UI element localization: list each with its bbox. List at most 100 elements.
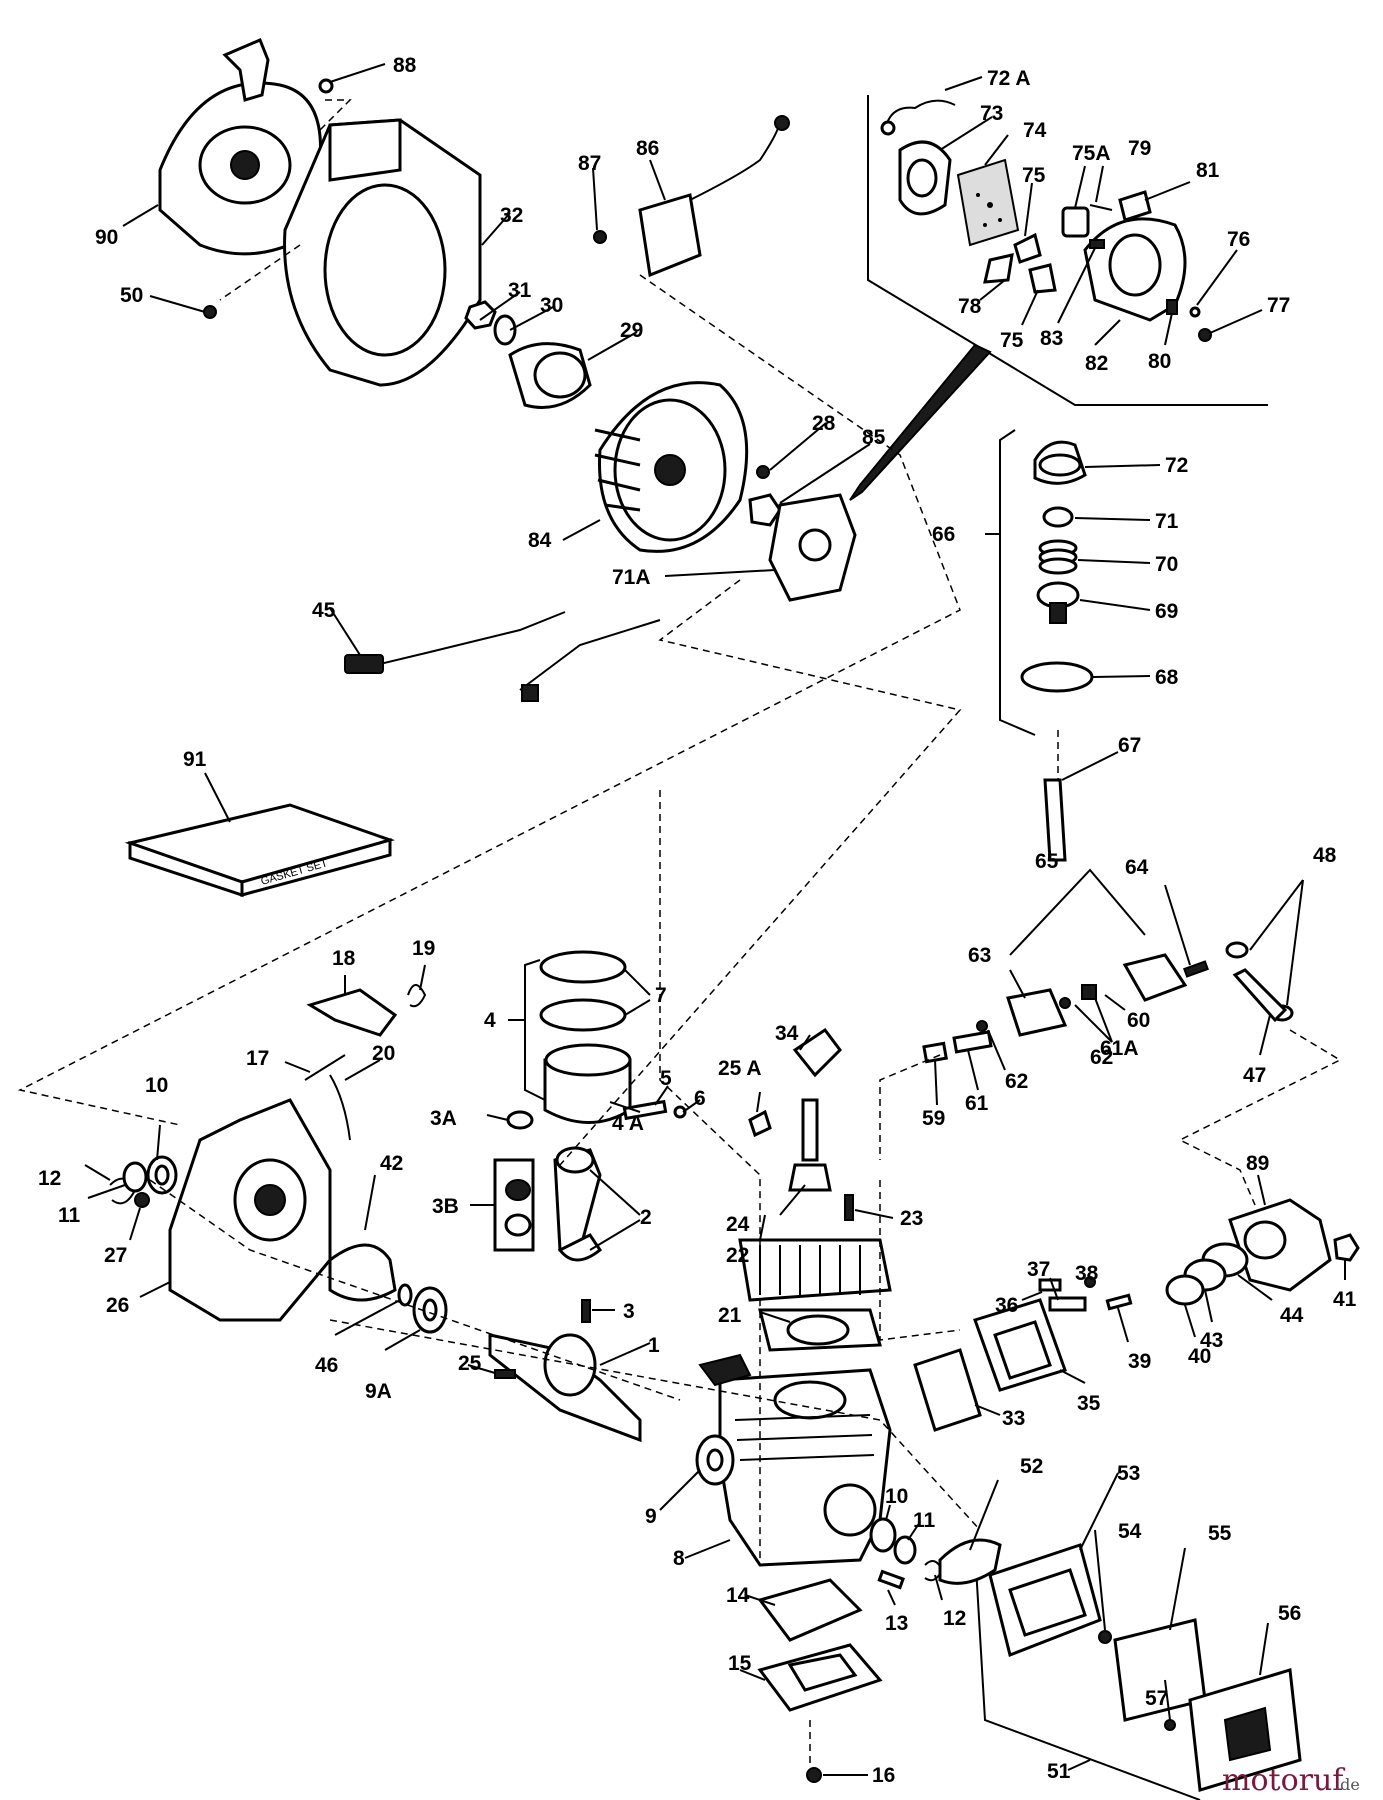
label-46: 46 [315, 1354, 338, 1377]
label-64: 64 [1125, 856, 1149, 879]
part-82-breaker-plate [1083, 217, 1187, 322]
part-75-points [983, 232, 1057, 294]
part-25a-clip [748, 1109, 772, 1138]
label-23: 23 [900, 1207, 923, 1230]
part-41-nut [1333, 1233, 1360, 1262]
label-40: 40 [1188, 1345, 1211, 1368]
label-71: 71 [1155, 510, 1179, 533]
label-73: 73 [980, 102, 1003, 125]
label-52: 52 [1020, 1455, 1043, 1478]
part-25-key [494, 1369, 516, 1379]
label-11b: 11 [913, 1509, 936, 1532]
label-34: 34 [775, 1022, 799, 1045]
label-88: 88 [393, 54, 417, 77]
part-57-screw [1164, 1719, 1176, 1731]
label-55: 55 [1208, 1522, 1232, 1545]
part-30-washer [493, 314, 517, 346]
part-72a-clip [880, 99, 956, 136]
part-62a-screw [1059, 997, 1071, 1009]
part-3b-bearing-set [493, 1158, 535, 1252]
part-4a-piston [543, 1043, 632, 1124]
watermark-suffix: .de [1335, 1775, 1360, 1794]
part-42-gasket [328, 1243, 397, 1302]
label-24: 24 [726, 1213, 750, 1236]
label-72A: 72 A [987, 67, 1031, 90]
part-52-gasket [938, 1538, 1002, 1585]
label-75b: 75 [1000, 329, 1024, 352]
part-34-elbow [792, 1027, 842, 1078]
part-81-clamp [1118, 190, 1152, 222]
label-4A: 4 A [612, 1112, 644, 1135]
part-10b-bearing [869, 1517, 897, 1553]
part-80-spring [1166, 299, 1178, 315]
label-77: 77 [1267, 294, 1290, 317]
label-28: 28 [812, 412, 836, 435]
part-9-bearing [695, 1434, 735, 1486]
part-45-wire-harness [344, 611, 661, 702]
part-40-gasket [1165, 1274, 1205, 1306]
label-75a: 75 [1022, 164, 1046, 187]
label-44: 44 [1280, 1304, 1304, 1327]
label-36: 36 [995, 1294, 1018, 1317]
label-32: 32 [500, 204, 523, 227]
label-75A: 75A [1072, 142, 1111, 165]
part-46-seal [397, 1283, 413, 1307]
label-25: 25 [458, 1352, 482, 1375]
part-28-screw [756, 465, 770, 479]
label-12a: 12 [38, 1167, 61, 1190]
part-70-spring [1038, 539, 1078, 575]
label-87: 87 [578, 152, 601, 175]
part-3a-bearing [506, 1110, 534, 1130]
label-7: 7 [655, 984, 667, 1007]
part-37-pin [1048, 1296, 1087, 1312]
part-59-plate [922, 1041, 948, 1064]
part-88-screw [318, 78, 334, 94]
label-39: 39 [1128, 1350, 1151, 1373]
part-72-primer-bulb [1033, 440, 1087, 485]
label-83: 83 [1040, 327, 1063, 350]
part-76-washer [1189, 306, 1201, 318]
part-24-spark-plug [788, 1098, 832, 1192]
part-51-bracket [974, 1549, 1201, 1800]
label-18: 18 [332, 947, 356, 970]
label-79: 79 [1128, 137, 1151, 160]
label-31: 31 [508, 279, 532, 302]
part-33-gasket [913, 1348, 982, 1432]
label-86: 86 [636, 137, 659, 160]
label-63: 63 [968, 944, 991, 967]
part-labels: 88 90 50 32 31 30 29 87 86 28 85 84 71A … [38, 54, 1357, 1787]
label-50: 50 [120, 284, 143, 307]
label-30: 30 [540, 294, 563, 317]
label-89: 89 [1246, 1152, 1269, 1175]
label-17: 17 [246, 1047, 269, 1070]
part-17-pin [304, 1054, 346, 1081]
label-61: 61 [965, 1092, 989, 1115]
part-8-engine-block [698, 1353, 892, 1567]
part-36-plate [1038, 1278, 1062, 1292]
part-26-crankcase-cover [168, 1098, 332, 1322]
part-16-screw [806, 1767, 822, 1783]
part-86-ignition-coil [638, 115, 790, 278]
part-6-clip [673, 1105, 687, 1119]
part-61a-block [1081, 984, 1097, 1000]
part-11b-seal [893, 1535, 917, 1565]
part-39-stud [1105, 1293, 1133, 1311]
label-48: 48 [1313, 844, 1337, 867]
label-12b: 12 [943, 1607, 966, 1630]
label-10b: 10 [885, 1485, 908, 1508]
label-51: 51 [1047, 1760, 1071, 1783]
label-25A: 25 A [718, 1057, 762, 1080]
label-57: 57 [1145, 1687, 1168, 1710]
part-7-rings [539, 950, 627, 1032]
part-9a-bearing [412, 1286, 448, 1334]
label-67: 67 [1118, 734, 1141, 757]
label-56: 56 [1278, 1602, 1301, 1625]
part-3-screw [581, 1299, 591, 1323]
label-3B: 3B [432, 1195, 459, 1218]
inset-frame [867, 95, 1268, 406]
label-3A: 3A [430, 1107, 457, 1130]
label-4: 4 [484, 1009, 496, 1032]
part-75a-block [1061, 206, 1090, 238]
part-53-muffler-shell [988, 1543, 1102, 1658]
